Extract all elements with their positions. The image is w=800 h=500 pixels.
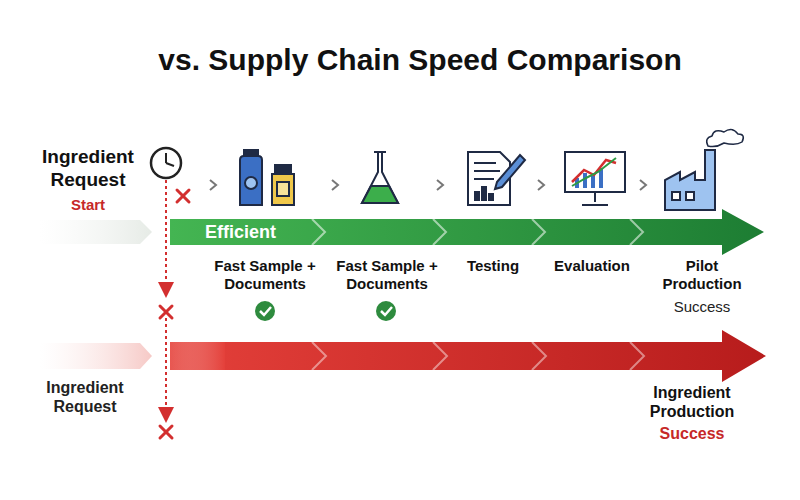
document-icon: [468, 152, 525, 205]
lead-in: [40, 343, 152, 369]
step-label: Success: [637, 424, 747, 443]
bottles-icon: [240, 150, 294, 205]
flask-icon: [362, 152, 398, 203]
band-fade: [170, 342, 225, 370]
factory-icon: [665, 129, 743, 210]
lead-in: [40, 220, 152, 244]
step-label: Evaluation: [544, 257, 640, 275]
step-label: Ingredient Production: [637, 383, 747, 421]
dashed-line: [165, 180, 167, 290]
slow-band: [170, 330, 766, 382]
title: vs. Supply Chain Speed Comparison: [158, 42, 681, 78]
band-label-box: Efficient: [205, 219, 315, 245]
step-label: Start: [29, 196, 147, 214]
step-label: Testing: [448, 257, 538, 275]
check-marks: [255, 301, 396, 321]
cross-marks: [160, 190, 189, 438]
step-label: Success: [654, 298, 750, 316]
band-label: Efficient: [205, 222, 276, 243]
monitor-icon: [565, 152, 625, 205]
dashed-line: [165, 318, 167, 415]
step-label: Ingredient Request: [33, 378, 137, 416]
band-chevrons: [312, 342, 644, 370]
step-label: Pilot Production: [654, 257, 750, 293]
fast-band: [170, 209, 764, 255]
step-label: Fast Sample + Documents: [328, 257, 446, 293]
clock-icon: [151, 148, 181, 178]
step-label: Fast Sample + Documents: [206, 257, 324, 293]
band-chevrons: [312, 219, 643, 245]
step-label: Ingredient Request: [29, 146, 147, 192]
